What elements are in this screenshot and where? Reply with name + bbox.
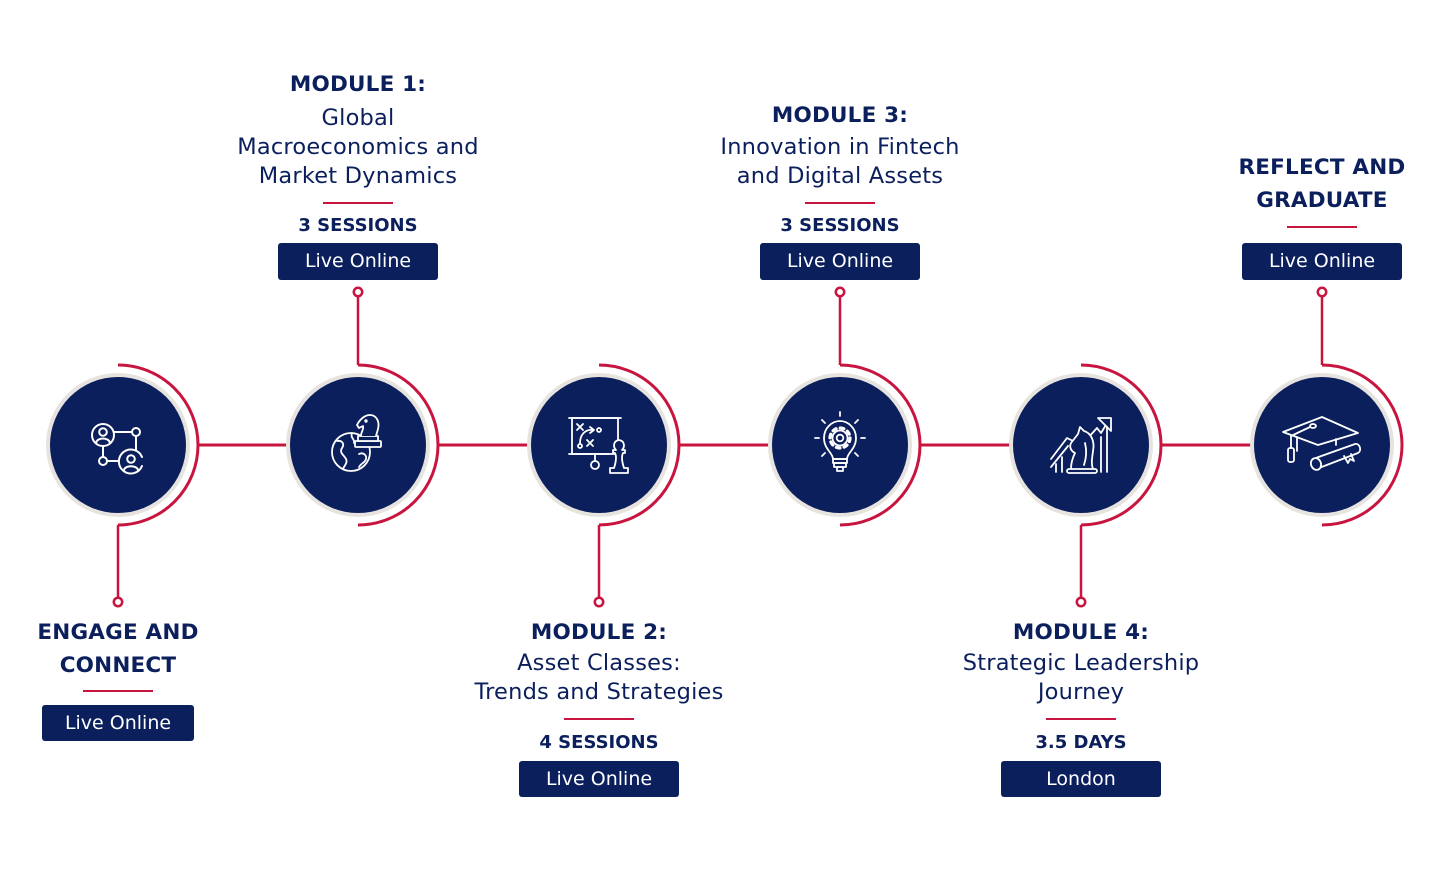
- stage-circle-module-2: [527, 373, 671, 517]
- heading-line: GRADUATE: [1256, 187, 1388, 213]
- delivery-badge[interactable]: Live Online: [519, 761, 679, 797]
- stage-heading: REFLECT AND GRADUATE: [1162, 151, 1440, 217]
- red-divider: [564, 718, 634, 720]
- location-badge[interactable]: London: [1001, 761, 1161, 797]
- title-line: Innovation in Fintech: [720, 133, 960, 160]
- stage-circle-engage: [46, 373, 190, 517]
- red-arcs: [117, 363, 1404, 527]
- module-title: Innovation in Fintech and Digital Assets: [680, 133, 1000, 191]
- stage-module-1: MODULE 1: Global Macroeconomics and Mark…: [198, 0, 518, 870]
- heading-line: REFLECT AND: [1238, 154, 1406, 180]
- title-line: Market Dynamics: [258, 162, 458, 189]
- pin-connectors: [112, 286, 1328, 608]
- heading-line: MODULE 4:: [1012, 619, 1150, 645]
- stage-heading: ENGAGE AND CONNECT: [0, 616, 278, 682]
- title-line: Strategic Leadership: [962, 649, 1200, 676]
- module-title: Asset Classes: Trends and Strategies: [439, 649, 759, 707]
- strategy-board-pawn-icon: [568, 417, 629, 474]
- title-line: Global: [321, 104, 395, 131]
- heading-line: ENGAGE AND: [37, 619, 199, 645]
- stage-heading: MODULE 1:: [198, 68, 518, 101]
- title-line: Trends and Strategies: [474, 678, 724, 705]
- stage-engage-and-connect: ENGAGE AND CONNECT Live Online: [0, 0, 278, 870]
- duration-label: 4 SESSIONS: [539, 732, 659, 753]
- stage-heading: MODULE 3:: [680, 99, 1000, 132]
- stage-module-2: MODULE 2: Asset Classes: Trends and Stra…: [439, 0, 759, 870]
- heading-line: MODULE 3:: [771, 102, 909, 128]
- stage-circle-graduate: [1250, 373, 1394, 517]
- red-divider: [1287, 226, 1357, 228]
- heading-line: MODULE 2:: [530, 619, 668, 645]
- globe-chess-knight-icon: [331, 414, 382, 472]
- duration-label: 3 SESSIONS: [780, 215, 900, 236]
- title-line: Journey: [1037, 678, 1125, 705]
- red-divider: [83, 690, 153, 692]
- red-divider: [1046, 718, 1116, 720]
- red-divider: [323, 202, 393, 204]
- delivery-badge[interactable]: Live Online: [42, 705, 194, 741]
- duration-label: 3.5 DAYS: [1035, 732, 1127, 753]
- red-divider: [805, 202, 875, 204]
- delivery-badge[interactable]: Live Online: [760, 243, 920, 280]
- delivery-badge[interactable]: Live Online: [1242, 243, 1402, 280]
- title-line: and Digital Assets: [736, 162, 944, 189]
- stage-heading: MODULE 4:: [921, 616, 1241, 649]
- stage-reflect-and-graduate: REFLECT AND GRADUATE Live Online: [1162, 0, 1440, 870]
- network-people-icon: [91, 423, 143, 475]
- title-line: Macroeconomics and: [237, 133, 479, 160]
- delivery-badge[interactable]: Live Online: [278, 243, 438, 280]
- heading-line: MODULE 1:: [289, 71, 427, 97]
- stage-module-4: MODULE 4: Strategic Leadership Journey 3…: [921, 0, 1241, 870]
- graduation-cap-diploma-icon: [1282, 416, 1362, 471]
- duration-label: 3 SESSIONS: [298, 215, 418, 236]
- module-title: Strategic Leadership Journey: [921, 649, 1241, 707]
- title-line: Asset Classes:: [517, 649, 681, 676]
- stage-module-3: MODULE 3: Innovation in Fintech and Digi…: [680, 0, 1000, 870]
- growth-chart-knight-icon: [1050, 417, 1112, 474]
- heading-line: CONNECT: [59, 652, 177, 678]
- module-title: Global Macroeconomics and Market Dynamic…: [198, 104, 518, 191]
- stage-heading: MODULE 2:: [439, 616, 759, 649]
- lightbulb-gear-icon: [814, 411, 866, 472]
